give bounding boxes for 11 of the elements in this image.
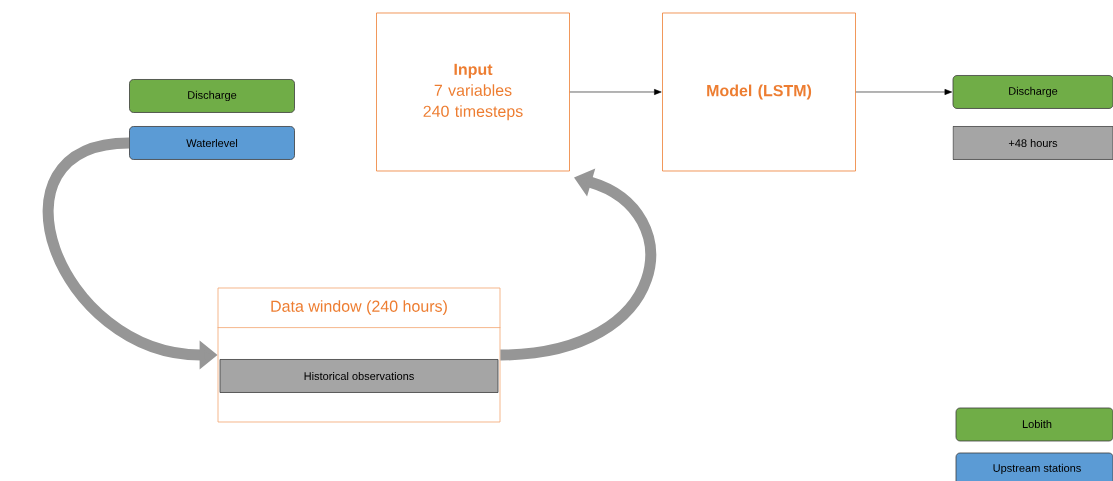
label-box: Historical observations [219,359,499,393]
legend-item: Upstream stations [955,452,1113,481]
process-box: Input 7 variables 240 timesteps [376,12,570,172]
label-box: +48 hours [952,126,1113,160]
arrow [569,89,662,95]
arrow [855,89,953,95]
variable-box: Waterlevel [129,126,295,160]
legend-item: Lobith [955,407,1113,442]
variable-box: Discharge [952,75,1113,109]
variable-box: Discharge [129,79,295,113]
process-box: Model (LSTM) [662,12,856,172]
